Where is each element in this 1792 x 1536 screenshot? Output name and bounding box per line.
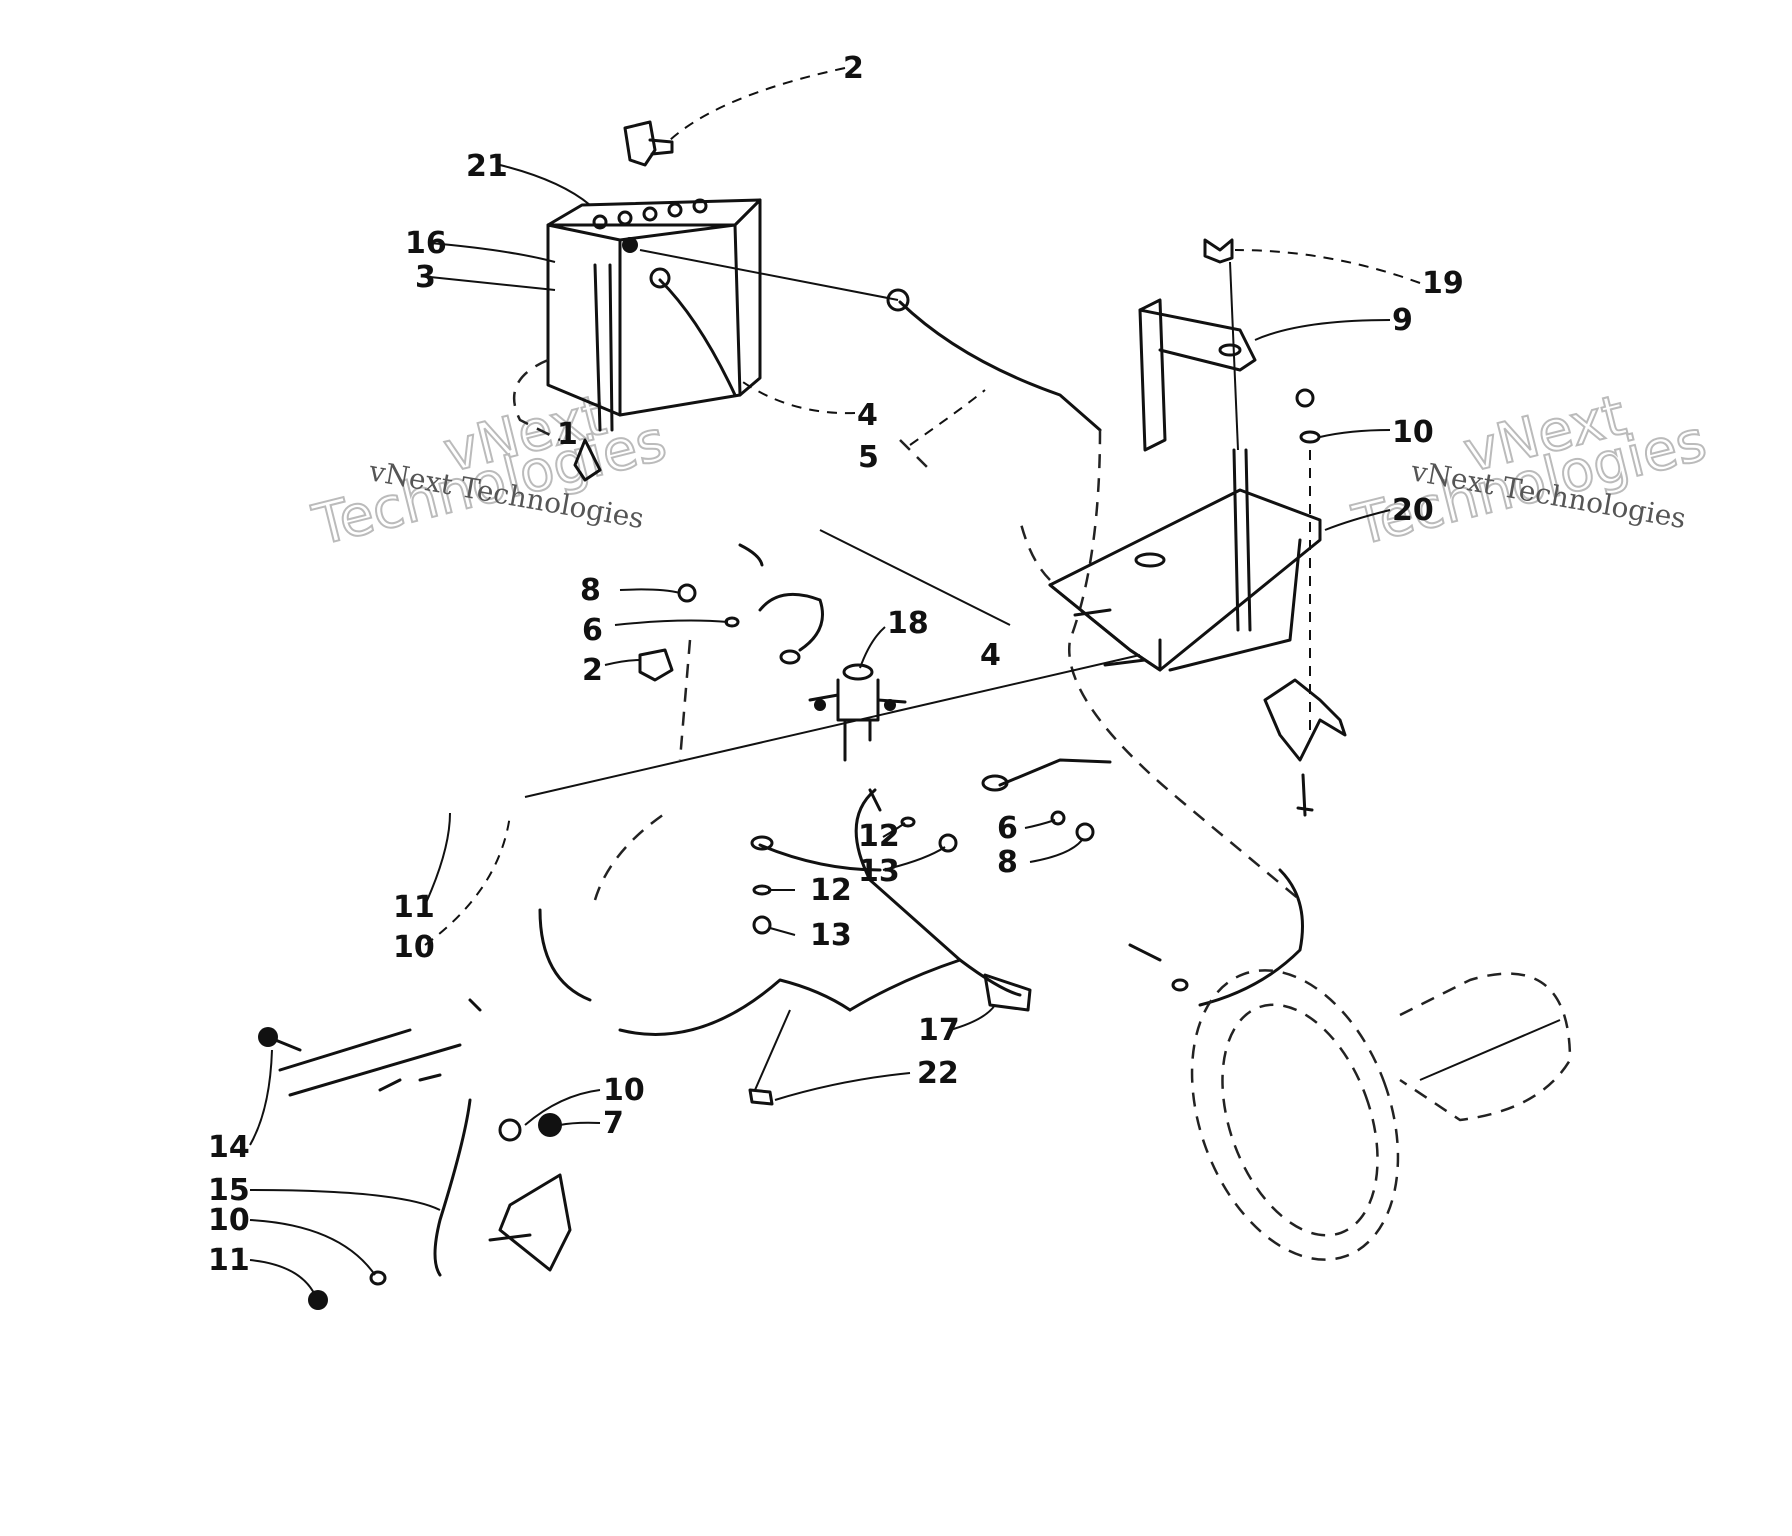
battery-cable-short <box>658 278 737 397</box>
callout-labels: 2 21 16 3 1 4 5 19 9 10 20 8 6 2 18 4 12… <box>208 51 1464 1278</box>
callout-19: 19 <box>1422 266 1464 301</box>
battery-tray <box>1048 488 1322 672</box>
callout-5: 5 <box>858 440 879 475</box>
callout-13-mid: 13 <box>810 918 852 953</box>
callout-18: 18 <box>887 606 929 641</box>
callout-1: 1 <box>557 417 578 452</box>
callout-2-top: 2 <box>843 51 864 86</box>
bar-15 <box>433 1098 472 1277</box>
nut-top-right <box>1295 388 1321 444</box>
mount-bracket <box>278 998 482 1097</box>
callout-11-mid: 11 <box>393 890 435 925</box>
callout-10-top: 10 <box>1392 415 1434 450</box>
angle-bracket <box>498 1173 572 1272</box>
callout-22: 22 <box>917 1056 959 1091</box>
callout-8-right: 8 <box>997 845 1018 880</box>
callout-6-left: 6 <box>582 613 603 648</box>
callout-11-lower: 11 <box>208 1243 250 1278</box>
callout-21: 21 <box>466 149 508 184</box>
solenoid-nut <box>677 583 697 603</box>
cable-loop <box>758 592 824 652</box>
watermark-left: vNext Technologies vNext Technologies <box>306 382 674 560</box>
callout-12-right: 12 <box>858 819 900 854</box>
harness-wire <box>854 788 1022 997</box>
terminal-cap <box>638 648 674 682</box>
callout-9: 9 <box>1392 303 1413 338</box>
callout-10-mid: 10 <box>393 930 435 965</box>
watermark-right: vNext Technologies vNext Technologies <box>1346 382 1714 560</box>
callout-14: 14 <box>208 1130 250 1165</box>
callout-20: 20 <box>1392 493 1434 528</box>
ground-cable <box>1198 868 1304 1007</box>
callout-10-lower-right: 10 <box>603 1073 645 1108</box>
bottom-bolt <box>1296 773 1314 817</box>
callout-17: 17 <box>918 1013 960 1048</box>
switch-17 <box>983 973 1032 1012</box>
callout-8-left: 8 <box>580 573 601 608</box>
callout-13-right: 13 <box>858 854 900 889</box>
callout-16: 16 <box>405 226 447 261</box>
wing-nut <box>1203 238 1234 264</box>
tray-support <box>1263 678 1347 762</box>
solenoid-cable-right <box>998 758 1112 787</box>
battery-cap <box>623 120 674 167</box>
callout-4-mid: 4 <box>980 638 1001 673</box>
callout-3: 3 <box>415 260 436 295</box>
callout-12-mid: 12 <box>810 873 852 908</box>
callout-6-right: 6 <box>997 811 1018 846</box>
callout-15: 15 <box>208 1173 250 1208</box>
battery-cable-long <box>898 300 1102 432</box>
callout-2-mid: 2 <box>582 653 603 688</box>
callout-7: 7 <box>603 1106 624 1141</box>
callout-4-top: 4 <box>857 398 878 433</box>
solenoid <box>808 663 907 762</box>
callout-10-lower-left: 10 <box>208 1203 250 1238</box>
long-bolt <box>1232 448 1252 632</box>
headlight <box>1190 969 1572 1261</box>
hold-down-bracket <box>1138 298 1257 452</box>
connector-22 <box>748 1088 774 1106</box>
